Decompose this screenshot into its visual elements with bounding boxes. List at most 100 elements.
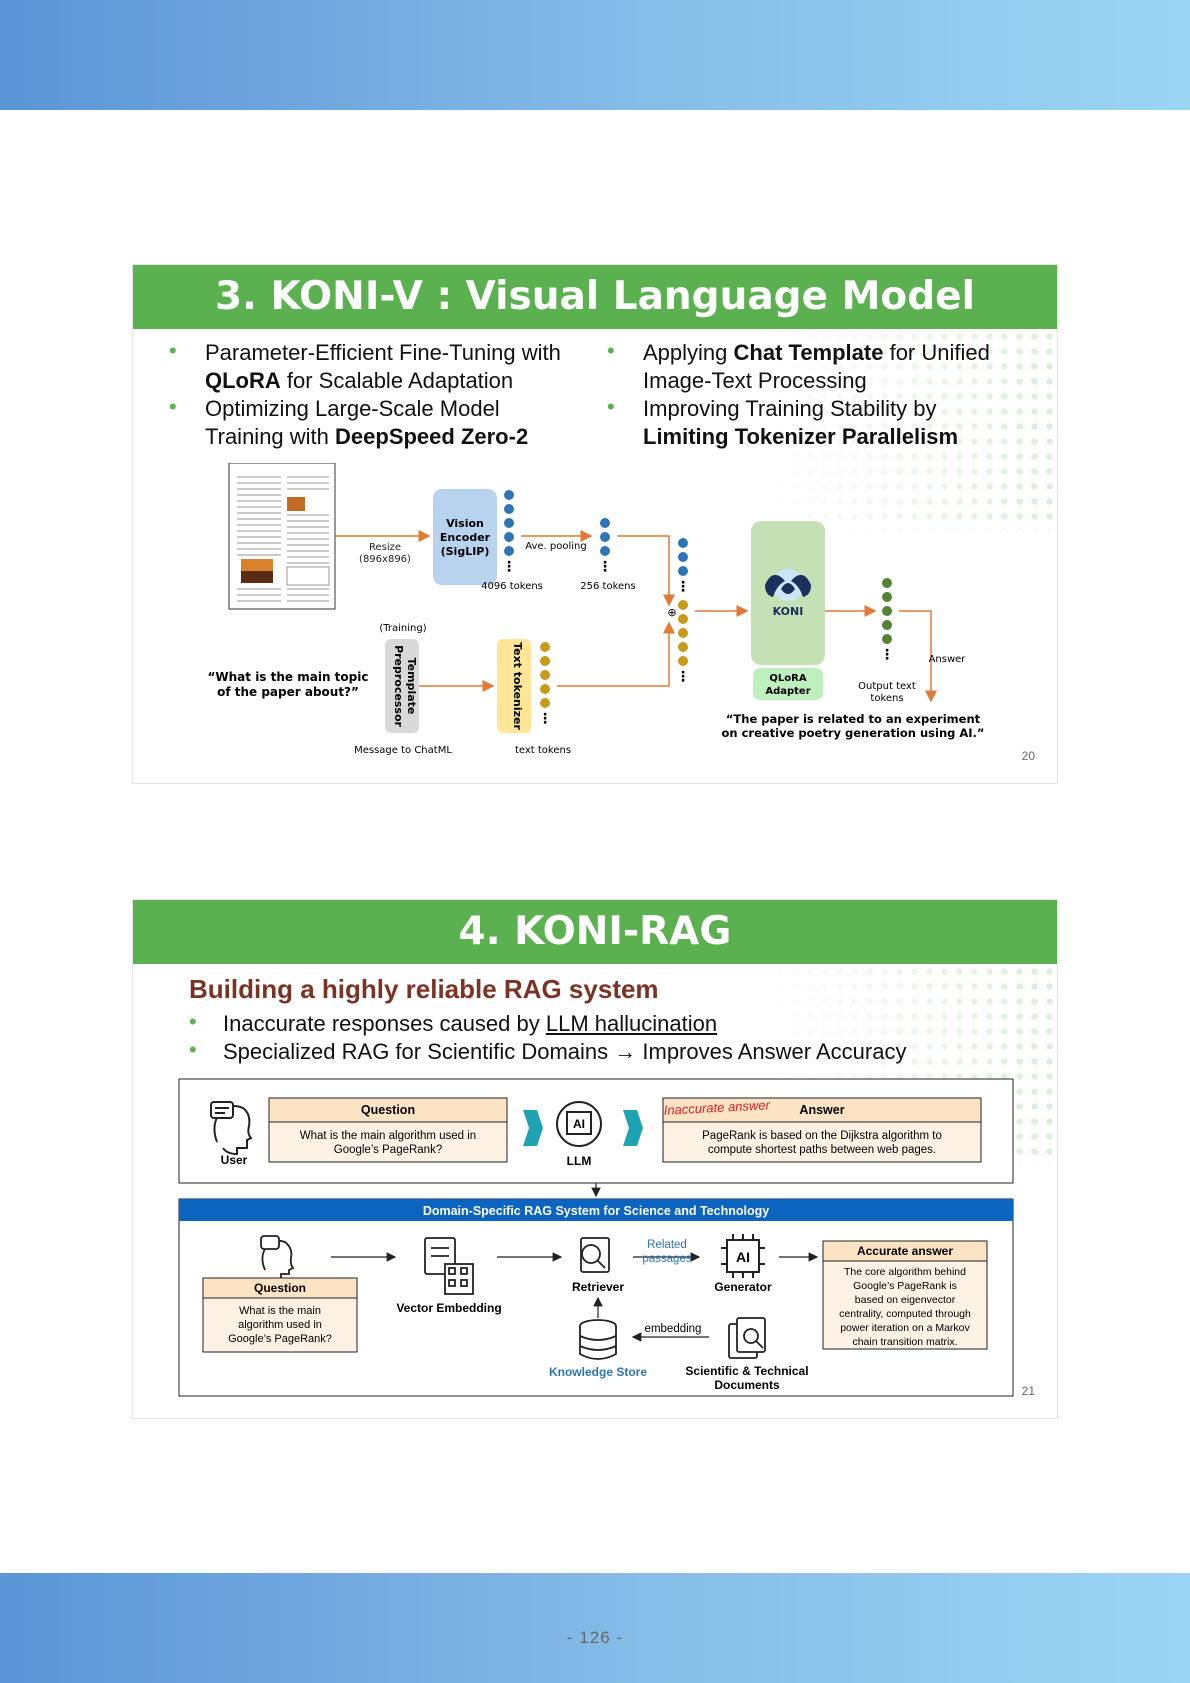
- database-icon: [579, 1319, 617, 1360]
- tokens-4096-label: 4096 tokens: [481, 581, 543, 592]
- embedding-label: embedding: [645, 1323, 702, 1335]
- user-icon: [260, 1235, 295, 1278]
- slide-koni-v: 3. KONI-V : Visual Language Model • Para…: [132, 264, 1058, 784]
- svg-text:Encoder: Encoder: [440, 531, 491, 544]
- svg-text:⋮: ⋮: [880, 647, 894, 663]
- svg-text:⋮: ⋮: [676, 669, 690, 685]
- paper-thumbnail: [228, 463, 336, 610]
- dot-pattern: [757, 329, 1057, 529]
- svg-text:Google’s PageRank is: Google’s PageRank is: [853, 1280, 957, 1292]
- svg-text:KONI: KONI: [773, 605, 804, 618]
- tokens-256-label: 256 tokens: [580, 581, 635, 592]
- svg-text:compute shortest paths between: compute shortest paths between web pages…: [708, 1144, 936, 1156]
- concat-icon: ⊕: [667, 606, 676, 619]
- svg-text:Adapter: Adapter: [765, 686, 810, 697]
- training-label: (Training): [379, 623, 426, 634]
- bullet-item: • Applying Chat Template for Unified Ima…: [607, 338, 990, 393]
- bullet-icon: •: [189, 1037, 197, 1062]
- svg-text:Question: Question: [361, 1103, 415, 1117]
- svg-text:AI: AI: [573, 1117, 585, 1131]
- koni-rag-diagram: User Question What is the main algorithm…: [178, 1078, 1014, 1397]
- bullet-list: • Inaccurate responses caused by LLM hal…: [189, 1009, 907, 1066]
- llm-label: LLM: [567, 1154, 592, 1168]
- bullet-item: • Specialized RAG for Scientific Domains…: [189, 1037, 907, 1064]
- arrow-to-llm-icon: [523, 1110, 543, 1146]
- bullet-icon: •: [607, 394, 615, 419]
- svg-text:Documents: Documents: [714, 1378, 780, 1392]
- accurate-answer-header: Accurate answer: [857, 1244, 953, 1258]
- svg-text:based on eigenvector: based on eigenvector: [855, 1294, 956, 1306]
- svg-text:Question: Question: [254, 1281, 306, 1295]
- svg-text:of the paper about?”: of the paper about?”: [217, 685, 359, 699]
- text-tokenizer-box: [497, 639, 531, 733]
- documents-icon: [728, 1317, 766, 1359]
- llm-chip-icon: AI: [556, 1101, 602, 1147]
- knowledge-store-label: Knowledge Store: [549, 1365, 647, 1379]
- visual-token-dots: [504, 490, 514, 556]
- koni-v-architecture-diagram: Resize (896x896) Vision Encoder (SigLIP)…: [208, 463, 985, 756]
- koni-logo-icon: [765, 569, 811, 601]
- slide-title: 3. KONI-V : Visual Language Model: [133, 265, 1057, 329]
- bullet-list-right: • Applying Chat Template for Unified Ima…: [607, 338, 1027, 451]
- svg-text:What is the main algorithm use: What is the main algorithm used in: [300, 1130, 476, 1142]
- user-label: User: [221, 1153, 248, 1167]
- svg-text:Google’s PageRank?: Google’s PageRank?: [228, 1333, 332, 1345]
- svg-text:PageRank is based on the Dijks: PageRank is based on the Dijkstra algori…: [702, 1130, 942, 1142]
- answer-label: Answer: [929, 654, 967, 665]
- svg-text:“The paper is related to an ex: “The paper is related to an experiment: [726, 712, 981, 726]
- bullet-icon: •: [169, 338, 177, 363]
- svg-text:⋮: ⋮: [676, 579, 690, 595]
- output-token-dots: [882, 578, 892, 644]
- message-chatml-label: Message to ChatML: [354, 745, 452, 756]
- svg-text:Output text: Output text: [858, 681, 916, 692]
- svg-text:(SigLIP): (SigLIP): [441, 545, 490, 558]
- bullet-item: • Inaccurate responses caused by LLM hal…: [189, 1009, 718, 1036]
- resize-label: Resize: [369, 542, 401, 553]
- svg-text:Related: Related: [647, 1239, 687, 1251]
- svg-text:⋮: ⋮: [502, 559, 516, 575]
- inaccurate-tag: Inaccurate answer: [663, 1097, 771, 1118]
- svg-text:tokens: tokens: [870, 693, 903, 704]
- document-embedding-icon: [424, 1237, 474, 1295]
- text-tokens-label: text tokens: [515, 745, 571, 756]
- svg-text:Scientific & Technical: Scientific & Technical: [685, 1364, 808, 1378]
- bullet-item: • Optimizing Large-Scale Model Training …: [169, 394, 529, 449]
- section-subtitle: Building a highly reliable RAG system: [189, 974, 659, 1004]
- svg-text:passages: passages: [642, 1253, 691, 1265]
- bullet-icon: •: [607, 338, 615, 363]
- slide-number: 20: [1021, 749, 1035, 763]
- svg-text:Preprocessor: Preprocessor: [392, 645, 405, 727]
- vision-encoder-box: [433, 489, 497, 585]
- svg-text:The core algorithm behind: The core algorithm behind: [844, 1266, 966, 1278]
- svg-text:“What is the main topic: “What is the main topic: [208, 670, 369, 684]
- svg-text:AI: AI: [736, 1249, 750, 1265]
- bullet-icon: •: [189, 1009, 197, 1034]
- svg-text:What is the main: What is the main: [239, 1305, 321, 1317]
- generator-label: Generator: [714, 1280, 772, 1294]
- svg-text:⋮: ⋮: [598, 559, 612, 575]
- slide-title: 4. KONI-RAG: [133, 900, 1057, 964]
- generator-chip-icon: AI: [721, 1234, 765, 1278]
- svg-text:Answer: Answer: [799, 1103, 844, 1117]
- svg-text:QLoRA: QLoRA: [769, 673, 806, 684]
- svg-text:Text tokenizer: Text tokenizer: [511, 642, 524, 730]
- merged-token-dots: [678, 538, 688, 666]
- user-icon: [210, 1101, 253, 1156]
- slide-koni-rag: 4. KONI-RAG Building a highly reliable R…: [132, 899, 1058, 1419]
- ave-pooling-label: Ave. pooling: [525, 541, 587, 552]
- vector-embedding-label: Vector Embedding: [396, 1301, 501, 1315]
- top-banner: [0, 0, 1190, 110]
- retriever-search-icon: [580, 1237, 610, 1273]
- template-preprocessor-box: [385, 639, 419, 733]
- svg-text:centrality, computed through: centrality, computed through: [839, 1308, 971, 1320]
- svg-text:power iteration on a Markov: power iteration on a Markov: [840, 1322, 970, 1334]
- svg-text:Google’s PageRank?: Google’s PageRank?: [334, 1144, 442, 1156]
- slide-number: 21: [1021, 1384, 1035, 1398]
- retriever-label: Retriever: [572, 1280, 624, 1294]
- svg-text:algorithm used in: algorithm used in: [238, 1319, 322, 1331]
- rag-system-title: Domain-Specific RAG System for Science a…: [423, 1204, 769, 1218]
- svg-text:on creative poetry generation: on creative poetry generation using AI.”: [722, 726, 985, 740]
- bullet-item: • Improving Training Stability by Limiti…: [607, 394, 959, 449]
- bullet-list-left: • Parameter-Efficient Fine-Tuning with Q…: [169, 338, 569, 451]
- page-number: - 126 -: [566, 1628, 624, 1647]
